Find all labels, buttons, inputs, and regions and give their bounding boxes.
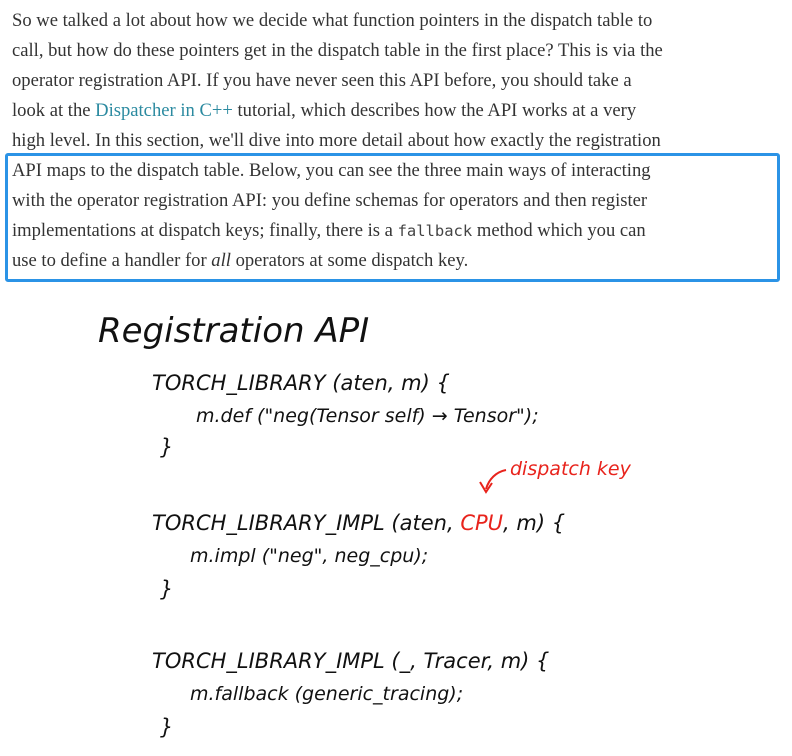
dispatch-key-arrow-icon <box>485 469 507 490</box>
dispatch-key-annotation: dispatch key <box>510 458 632 480</box>
dispatch-key-arrow-head-icon <box>479 481 493 494</box>
paragraph-line-2: call, but how do these pointers get in t… <box>12 40 663 61</box>
fallback-code: fallback <box>397 222 473 240</box>
registration-api-diagram: Registration API TORCH_LIBRARY (aten, m)… <box>98 311 632 739</box>
paragraph-line-7: with the operator registration API: you … <box>12 190 648 211</box>
article-paragraph: So we talked a lot about how we decide w… <box>12 6 782 276</box>
diagram-title: Registration API <box>98 311 369 351</box>
all-emphasis: all <box>211 250 231 271</box>
block-2-close-brace: } <box>160 577 173 601</box>
torch-library-impl-cpu-header: TORCH_LIBRARY_IMPL (aten, CPU, m) { <box>152 511 565 536</box>
paragraph-line-3: operator registration API. If you have n… <box>12 70 632 91</box>
m-def-line: m.def ("neg(Tensor self) → Tensor"); <box>196 405 539 427</box>
paragraph-line-1: So we talked a lot about how we decide w… <box>12 10 653 31</box>
torch-library-header: TORCH_LIBRARY (aten, m) { <box>152 371 450 396</box>
block-3-close-brace: } <box>160 715 173 739</box>
line-9-before: use to define a handler for <box>12 250 212 271</box>
paragraph-line-4: look at the Dispatcher in C++ tutorial, … <box>12 96 782 126</box>
paragraph-line-5: high level. In this section, we'll dive … <box>12 130 661 151</box>
torch-library-impl-tracer-header: TORCH_LIBRARY_IMPL (_, Tracer, m) { <box>152 649 549 674</box>
m-impl-line: m.impl ("neg", neg_cpu); <box>190 545 428 567</box>
paragraph-line-8: implementations at dispatch keys; finall… <box>12 216 782 246</box>
line-8-after: method which you can <box>472 220 646 241</box>
line-9-after: operators at some dispatch key. <box>230 250 469 271</box>
paragraph-line-9: use to define a handler for all operator… <box>12 246 782 276</box>
impl-cpu-head-after: , m) { <box>503 511 565 535</box>
line-4-after: tutorial, which describes how the API wo… <box>232 100 637 121</box>
paragraph-line-6: API maps to the dispatch table. Below, y… <box>12 160 651 181</box>
cpu-dispatch-key: CPU <box>460 511 503 535</box>
line-8-before: implementations at dispatch keys; finall… <box>12 220 398 241</box>
impl-cpu-head-before: TORCH_LIBRARY_IMPL (aten, <box>152 511 460 536</box>
line-4-before: look at the <box>12 100 96 121</box>
dispatcher-tutorial-link[interactable]: Dispatcher in C++ <box>95 100 233 121</box>
block-1-close-brace: } <box>160 435 173 459</box>
m-fallback-line: m.fallback (generic_tracing); <box>190 683 463 705</box>
